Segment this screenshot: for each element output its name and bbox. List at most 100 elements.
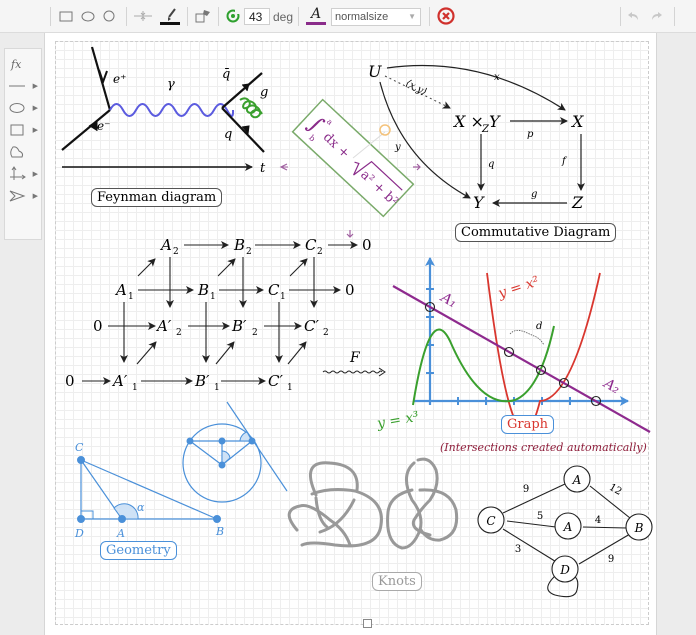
node-U: U: [368, 62, 382, 81]
integral-upper: a: [325, 117, 335, 127]
graph-label[interactable]: Graph: [501, 415, 555, 434]
subscript: 1: [280, 292, 286, 302]
edge-weight: 9: [608, 554, 614, 565]
ellipse-tool[interactable]: ▶: [5, 97, 41, 119]
resize-arrow-icon[interactable]: [279, 163, 288, 171]
stroke-color-button[interactable]: [158, 6, 182, 26]
feynman-diagram[interactable]: e⁺ e⁻ γ q̄ q g t: [61, 46, 288, 176]
knots-figure[interactable]: [287, 457, 459, 550]
edge-f-label: f: [561, 156, 568, 167]
toolbar-separator: [298, 7, 299, 26]
line-style-icon: [134, 11, 152, 21]
node-C-prime-1: C′: [268, 372, 283, 390]
line-a2-label: A₂: [599, 375, 623, 398]
rotate-icon: [226, 9, 240, 23]
commutative-label[interactable]: Commutative Diagram: [455, 223, 617, 242]
subscript: 2: [317, 247, 323, 257]
graph-node-C: C: [486, 514, 495, 528]
line-a1-label: A₁: [436, 289, 459, 312]
distance-label: d: [536, 321, 542, 332]
graph-node-B: B: [634, 521, 644, 535]
edge-g-label: g: [531, 189, 537, 200]
edge-q-label: q: [488, 159, 494, 170]
node-C-prime-2: C′: [304, 317, 319, 335]
point-D-label: D: [74, 527, 84, 540]
knots-label[interactable]: Knots: [372, 572, 422, 591]
edge-weight: 5: [537, 511, 543, 522]
electron-label: e⁻: [97, 119, 110, 133]
feynman-label[interactable]: Feynman diagram: [91, 188, 223, 207]
function-icon: fx: [11, 57, 22, 71]
geometry-label[interactable]: Geometry: [100, 541, 177, 560]
commutative-diagram[interactable]: U X × Y Z X Y Z x y ⟨x,y⟩ p q f g: [368, 62, 585, 212]
page-resize-handle[interactable]: [363, 619, 372, 628]
undo-button[interactable]: [626, 6, 640, 26]
ellipse-tool-button[interactable]: [80, 6, 96, 26]
submenu-arrow-icon: ▶: [32, 127, 38, 134]
chevron-down-icon: ▼: [408, 12, 416, 21]
rectangle-tool-button[interactable]: [58, 6, 74, 26]
node-zero: 0: [345, 281, 355, 299]
integral-lower: b: [307, 133, 317, 143]
line-tool[interactable]: ▶: [5, 75, 41, 97]
font-size-select[interactable]: normalsize ▼: [331, 8, 421, 26]
quark-label: q: [224, 127, 232, 142]
rotate-handle-icon[interactable]: [379, 124, 391, 136]
toolbar: 43 deg A normalsize ▼: [0, 0, 696, 33]
angle-tool[interactable]: ▶: [5, 185, 41, 207]
undo-icon: [628, 12, 638, 20]
node-Y: Y: [473, 193, 485, 212]
graph-node-A-mid: A: [563, 520, 573, 534]
cubic-label: y = x³: [375, 409, 421, 432]
toolbar-separator: [429, 7, 430, 26]
canvas-area[interactable]: [45, 33, 656, 635]
angle-input[interactable]: 43: [244, 8, 270, 25]
font-size-value: normalsize: [335, 11, 389, 23]
edge-weight: 12: [607, 482, 624, 498]
subscript: 1: [128, 292, 134, 302]
photon-label: γ: [167, 77, 175, 92]
weighted-graph[interactable]: A A B C D 9 12 5 4 3 9: [477, 465, 653, 598]
rectangle-tool[interactable]: ▶: [5, 119, 41, 141]
submenu-arrow-icon: ▶: [32, 105, 38, 112]
parabola-label: y = x²: [495, 273, 541, 302]
point-C-label: C: [75, 441, 84, 454]
rectangle-icon: [10, 124, 24, 136]
geometry-figure[interactable]: C D A B α: [74, 401, 288, 540]
submenu-arrow-icon: ▶: [32, 171, 38, 178]
text-color-button[interactable]: A: [305, 6, 327, 26]
graph-caption: (Intersections created automatically): [440, 441, 647, 454]
node-zero: 0: [362, 236, 372, 254]
left-panel: fx ▶ ▶ ▶ ▶ ▶: [0, 33, 45, 635]
text-style-icon: A: [310, 6, 322, 22]
function-tool[interactable]: fx: [5, 53, 41, 75]
fill-color-button[interactable]: [193, 6, 213, 26]
freeform-tool[interactable]: [5, 141, 41, 163]
toolbar-separator: [126, 7, 127, 26]
node-Z: Z: [571, 193, 584, 212]
line-style-button[interactable]: [132, 6, 154, 26]
right-scrollbar-area[interactable]: [656, 33, 696, 635]
subscript: 2: [176, 328, 182, 338]
resize-arrow-icon[interactable]: [346, 230, 354, 238]
subscript: 2: [323, 328, 329, 338]
node-zero: 0: [65, 372, 75, 390]
circle-tool-button[interactable]: [102, 6, 116, 26]
graph-node-D: D: [559, 563, 570, 577]
node-A1: A: [114, 281, 127, 299]
subscript: 1: [287, 383, 293, 393]
angle-alpha-label: α: [137, 501, 145, 514]
angle-unit-label: deg: [273, 10, 294, 24]
node-B-prime-1: B′: [194, 372, 210, 390]
delete-button[interactable]: [436, 6, 456, 26]
redo-button[interactable]: [650, 6, 664, 26]
axes-tool[interactable]: ▶: [5, 163, 41, 185]
angle-icon: [9, 190, 26, 202]
edge-weight: 9: [523, 484, 529, 495]
time-label: t: [260, 161, 266, 176]
cube-diagram[interactable]: A 2 B 2 C 2 0 A 1 B 1 C 1 0 0 A′ 2 B′ 2 …: [65, 236, 386, 393]
resize-arrow-icon[interactable]: [413, 163, 421, 171]
toolbar-separator: [620, 7, 621, 26]
rotate-icon-button[interactable]: [225, 6, 241, 26]
